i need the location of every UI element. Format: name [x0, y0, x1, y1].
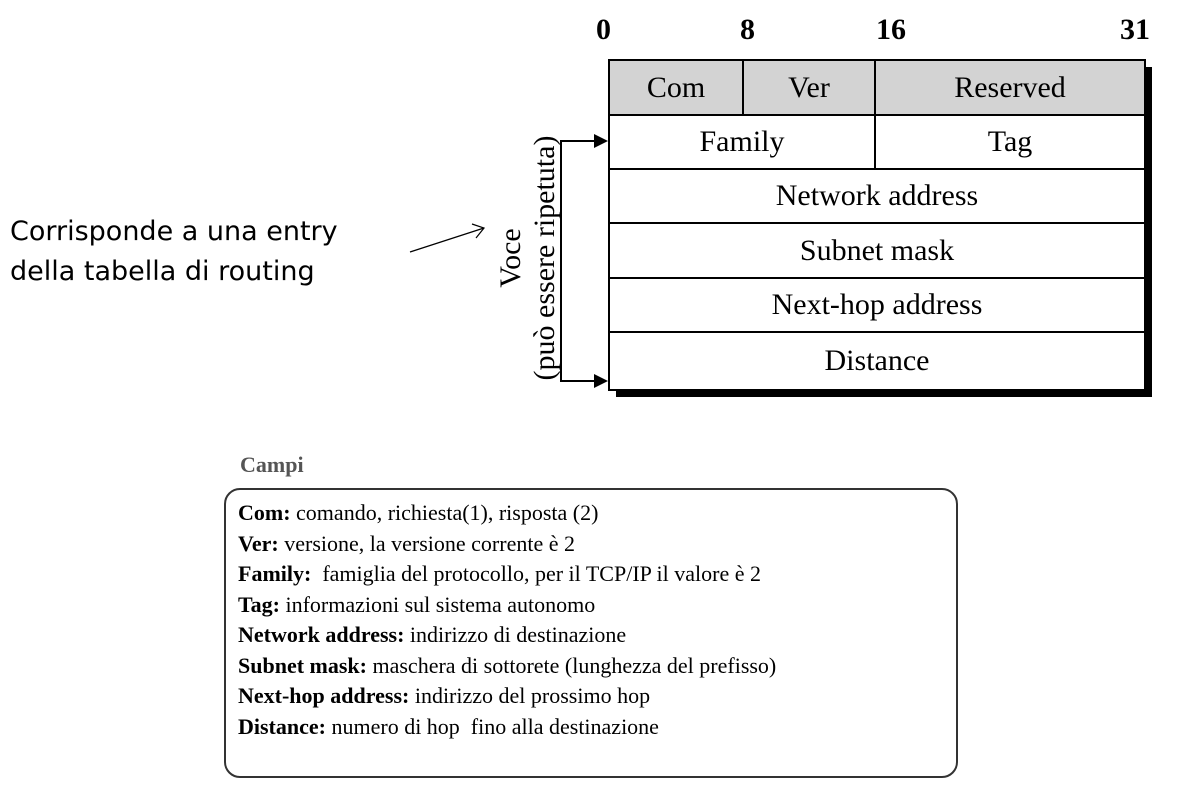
legend-desc: maschera di sottorete (lunghezza del pre…: [366, 652, 777, 678]
family-tag-row: Family Tag: [610, 116, 1144, 170]
legend-term: Com:: [238, 500, 291, 525]
legend-item: Next-hop address: indirizzo del prossimo…: [238, 681, 956, 712]
repeat-bracket: [560, 140, 562, 382]
legend-term: Ver:: [238, 530, 279, 556]
field-network-address: Network address: [775, 179, 979, 212]
legend-title: Campi: [240, 452, 304, 477]
bracket-bottom-line: [560, 380, 596, 382]
annotation-note: Corrisponde a una entry della tabella di…: [10, 212, 338, 292]
legend-desc: comando, richiesta(1), risposta (2): [290, 500, 599, 525]
legend-item: Distance: numero di hop fino alla destin…: [238, 712, 956, 743]
pointer-line: [409, 227, 485, 253]
legend-term: Network address:: [238, 622, 405, 647]
legend-term: Tag:: [238, 591, 280, 617]
subnet-mask-row: Subnet mask: [610, 224, 1144, 279]
field-distance: Distance: [824, 344, 930, 377]
legend-desc: versione, la versione corrente è 2: [278, 530, 575, 556]
field-family: Family: [610, 116, 876, 168]
field-reserved: Reserved: [954, 70, 1066, 104]
bracket-top-line: [560, 140, 596, 142]
entry-rotated-label: Voce (può essere ripetuta): [494, 108, 566, 408]
legend-item: Tag: informazioni sul sistema autonomo: [238, 590, 956, 621]
legend-item: Ver: versione, la versione corrente è 2: [238, 529, 956, 560]
legend-term: Family:: [238, 561, 312, 586]
legend-item: Com: comando, richiesta(1), risposta (2): [238, 498, 956, 529]
arrow-right-icon: [594, 374, 608, 388]
network-address-row: Network address: [610, 170, 1144, 224]
bit-label-31: 31: [1120, 13, 1150, 46]
bit-label-0: 0: [596, 13, 611, 46]
legend-desc: indirizzo del prossimo hop: [409, 683, 651, 708]
legend-desc: famiglia del protocollo, per il TCP/IP i…: [311, 561, 762, 586]
legend-item: Network address: indirizzo di destinazio…: [238, 620, 956, 651]
legend-item: Subnet mask: maschera di sottorete (lung…: [238, 651, 956, 682]
field-tag: Tag: [987, 125, 1033, 158]
bit-label-8: 8: [740, 13, 755, 46]
next-hop-row: Next-hop address: [610, 279, 1144, 333]
field-next-hop-address: Next-hop address: [771, 288, 983, 321]
arrow-right-icon: [594, 134, 608, 148]
legend-desc: indirizzo di destinazione: [404, 622, 627, 647]
legend-item: Family: famiglia del protocollo, per il …: [238, 559, 956, 590]
header-row: Com Ver Reserved: [610, 61, 1144, 116]
field-com: Com: [610, 61, 744, 114]
annotation-line-1: Corrisponde a una entry: [10, 216, 338, 247]
legend-desc: numero di hop fino alla destinazione: [325, 713, 659, 739]
annotation-pointer: [409, 223, 486, 253]
legend-term: Subnet mask:: [238, 652, 367, 678]
annotation-line-2: della tabella di routing: [10, 256, 315, 287]
legend-term: Next-hop address:: [238, 683, 410, 708]
entry-label-repeatable: (può essere ripetuta): [528, 135, 561, 381]
pointer-arrow-icon: [471, 223, 486, 239]
bit-label-16: 16: [876, 13, 906, 46]
field-subnet-mask: Subnet mask: [799, 233, 955, 267]
rip-packet-format: Com Ver Reserved Family Tag Network addr…: [608, 59, 1146, 391]
field-ver: Ver: [744, 61, 876, 114]
distance-row: Distance: [610, 333, 1144, 389]
legend-desc: informazioni sul sistema autonomo: [279, 591, 596, 617]
legend-box: Com: comando, richiesta(1), risposta (2)…: [224, 488, 958, 778]
legend-term: Distance:: [238, 713, 326, 739]
